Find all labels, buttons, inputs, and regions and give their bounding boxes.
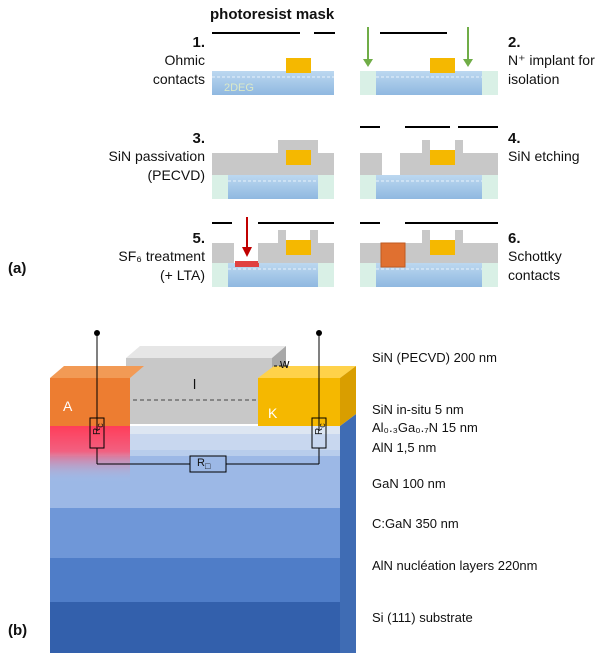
channel-label: 2DEG bbox=[224, 82, 254, 94]
rc-right-symbol: R bbox=[314, 427, 325, 435]
panel-a-tag: (a) bbox=[8, 260, 27, 277]
step-2-line2: isolation bbox=[508, 71, 560, 87]
rc-left-label: Rc bbox=[92, 423, 105, 435]
step-5-number: 5. bbox=[192, 230, 205, 247]
rsheet-symbol: R bbox=[197, 457, 205, 469]
step-4-number: 4. bbox=[508, 130, 521, 147]
width-label: w bbox=[280, 356, 290, 371]
step-5-sketch bbox=[212, 217, 334, 287]
layer-si-substrate bbox=[50, 602, 340, 653]
step-1-sketch: 2DEG bbox=[212, 32, 335, 95]
layer-cgan bbox=[50, 508, 340, 558]
photoresist-mask-label: photoresist mask bbox=[210, 6, 335, 23]
layer-label-aln: AlN 1,5 nm bbox=[372, 440, 437, 455]
step-5: 5. SF₆ treatment (+ LTA) bbox=[80, 230, 205, 285]
rc-right-label: Rc bbox=[314, 423, 327, 435]
process-steps-drawing: 2DEG bbox=[212, 27, 498, 287]
layer-label-gan: GaN 100 nm bbox=[372, 476, 446, 491]
step-2-sketch bbox=[360, 27, 498, 95]
panel-b-tag: (b) bbox=[8, 622, 28, 639]
step-6-sketch bbox=[360, 222, 498, 287]
step-5-line2: (+ LTA) bbox=[160, 267, 205, 283]
step-3-line1: SiN passivation bbox=[108, 148, 206, 164]
step-6-line2: contacts bbox=[508, 267, 561, 283]
step-6: 6. Schottky contacts bbox=[508, 230, 613, 285]
layer-sin-pecvd bbox=[126, 358, 272, 424]
rsheet-sub: □ bbox=[204, 461, 211, 472]
anode-label: A bbox=[63, 398, 73, 414]
step-2-number: 2. bbox=[508, 34, 521, 51]
layer-label-aln-nucleation: AlN nucléation layers 220nm bbox=[372, 558, 538, 573]
cathode-label: K bbox=[268, 405, 278, 421]
step-4-line1: SiN etching bbox=[508, 148, 580, 164]
step-6-line1: Schottky bbox=[508, 248, 562, 264]
step-5-line1: SF₆ treatment bbox=[118, 248, 205, 264]
step-3-line2: (PECVD) bbox=[147, 167, 205, 183]
step-3-number: 3. bbox=[192, 130, 205, 147]
step-3-sketch bbox=[212, 140, 334, 199]
layer-label-sin-insitu: SiN in-situ 5 nm bbox=[372, 402, 464, 417]
step-4-sketch bbox=[360, 126, 498, 199]
step-6-number: 6. bbox=[508, 230, 521, 247]
length-label: l bbox=[193, 376, 197, 392]
step-1: 1. Ohmic contacts bbox=[100, 34, 205, 89]
step-2: 2. N⁺ implant for isolation bbox=[508, 34, 613, 89]
step-1-line2: contacts bbox=[152, 71, 205, 87]
layer-label-algan: Al₀.₃Ga₀.₇N 15 nm bbox=[372, 420, 478, 435]
step-1-line1: Ohmic bbox=[164, 52, 205, 68]
step-3: 3. SiN passivation (PECVD) bbox=[80, 130, 206, 185]
layer-label-cgan: C:GaN 350 nm bbox=[372, 516, 459, 531]
step-2-line1: N⁺ implant for bbox=[508, 52, 595, 68]
layer-label-si-substrate: Si (111) substrate bbox=[372, 610, 473, 625]
layer-aln-thin bbox=[50, 450, 340, 456]
step-4: 4. SiN etching bbox=[508, 130, 613, 166]
rc-left-sub: c bbox=[95, 423, 105, 428]
device-cross-section bbox=[50, 330, 356, 653]
layer-sin-insitu bbox=[50, 426, 340, 434]
sheet-resistance-label: R□ bbox=[197, 457, 210, 471]
step-1-number: 1. bbox=[192, 34, 205, 51]
layer-label-sin-pecvd: SiN (PECVD) 200 nm bbox=[372, 350, 497, 365]
rc-right-sub: c bbox=[317, 423, 327, 428]
layer-aln-nucleation bbox=[50, 558, 340, 602]
rc-left-symbol: R bbox=[92, 427, 103, 435]
